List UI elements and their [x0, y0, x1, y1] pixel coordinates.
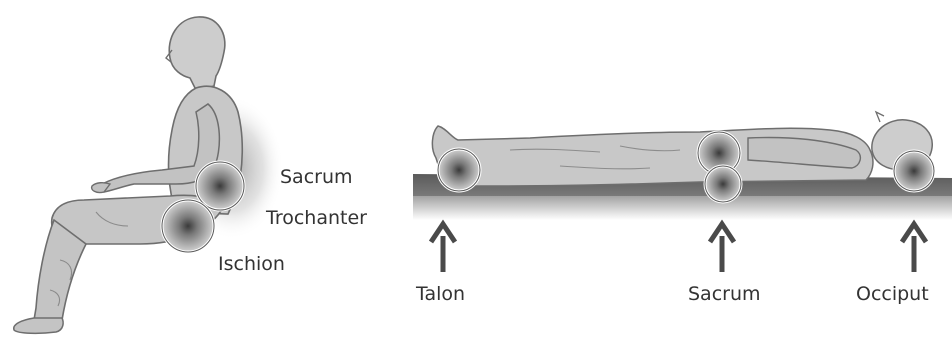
lying-pressure-sacrum-lower	[705, 166, 741, 202]
label-seated-ischion: Ischion	[218, 255, 285, 274]
arrow-talon	[431, 224, 455, 272]
label-seated-sacrum: Sacrum	[280, 168, 353, 187]
label-seated-trochanter: Trochanter	[266, 209, 367, 228]
lying-pressure-occiput	[894, 151, 934, 191]
seated-pressure-ischion	[162, 200, 214, 252]
mattress-shadow	[413, 194, 952, 220]
lying-figure	[413, 112, 952, 220]
arrow-occiput	[902, 224, 926, 272]
seated-foot	[14, 318, 63, 333]
seated-pressure-sacrum	[196, 162, 244, 210]
label-lying-occiput: Occiput	[856, 285, 929, 304]
seated-figure	[14, 17, 284, 333]
label-lying-sacrum: Sacrum	[688, 285, 761, 304]
seated-head	[169, 17, 225, 90]
lying-pressure-talon	[438, 149, 480, 191]
label-lying-talon: Talon	[416, 285, 465, 304]
arrow-sacrum	[710, 224, 734, 272]
